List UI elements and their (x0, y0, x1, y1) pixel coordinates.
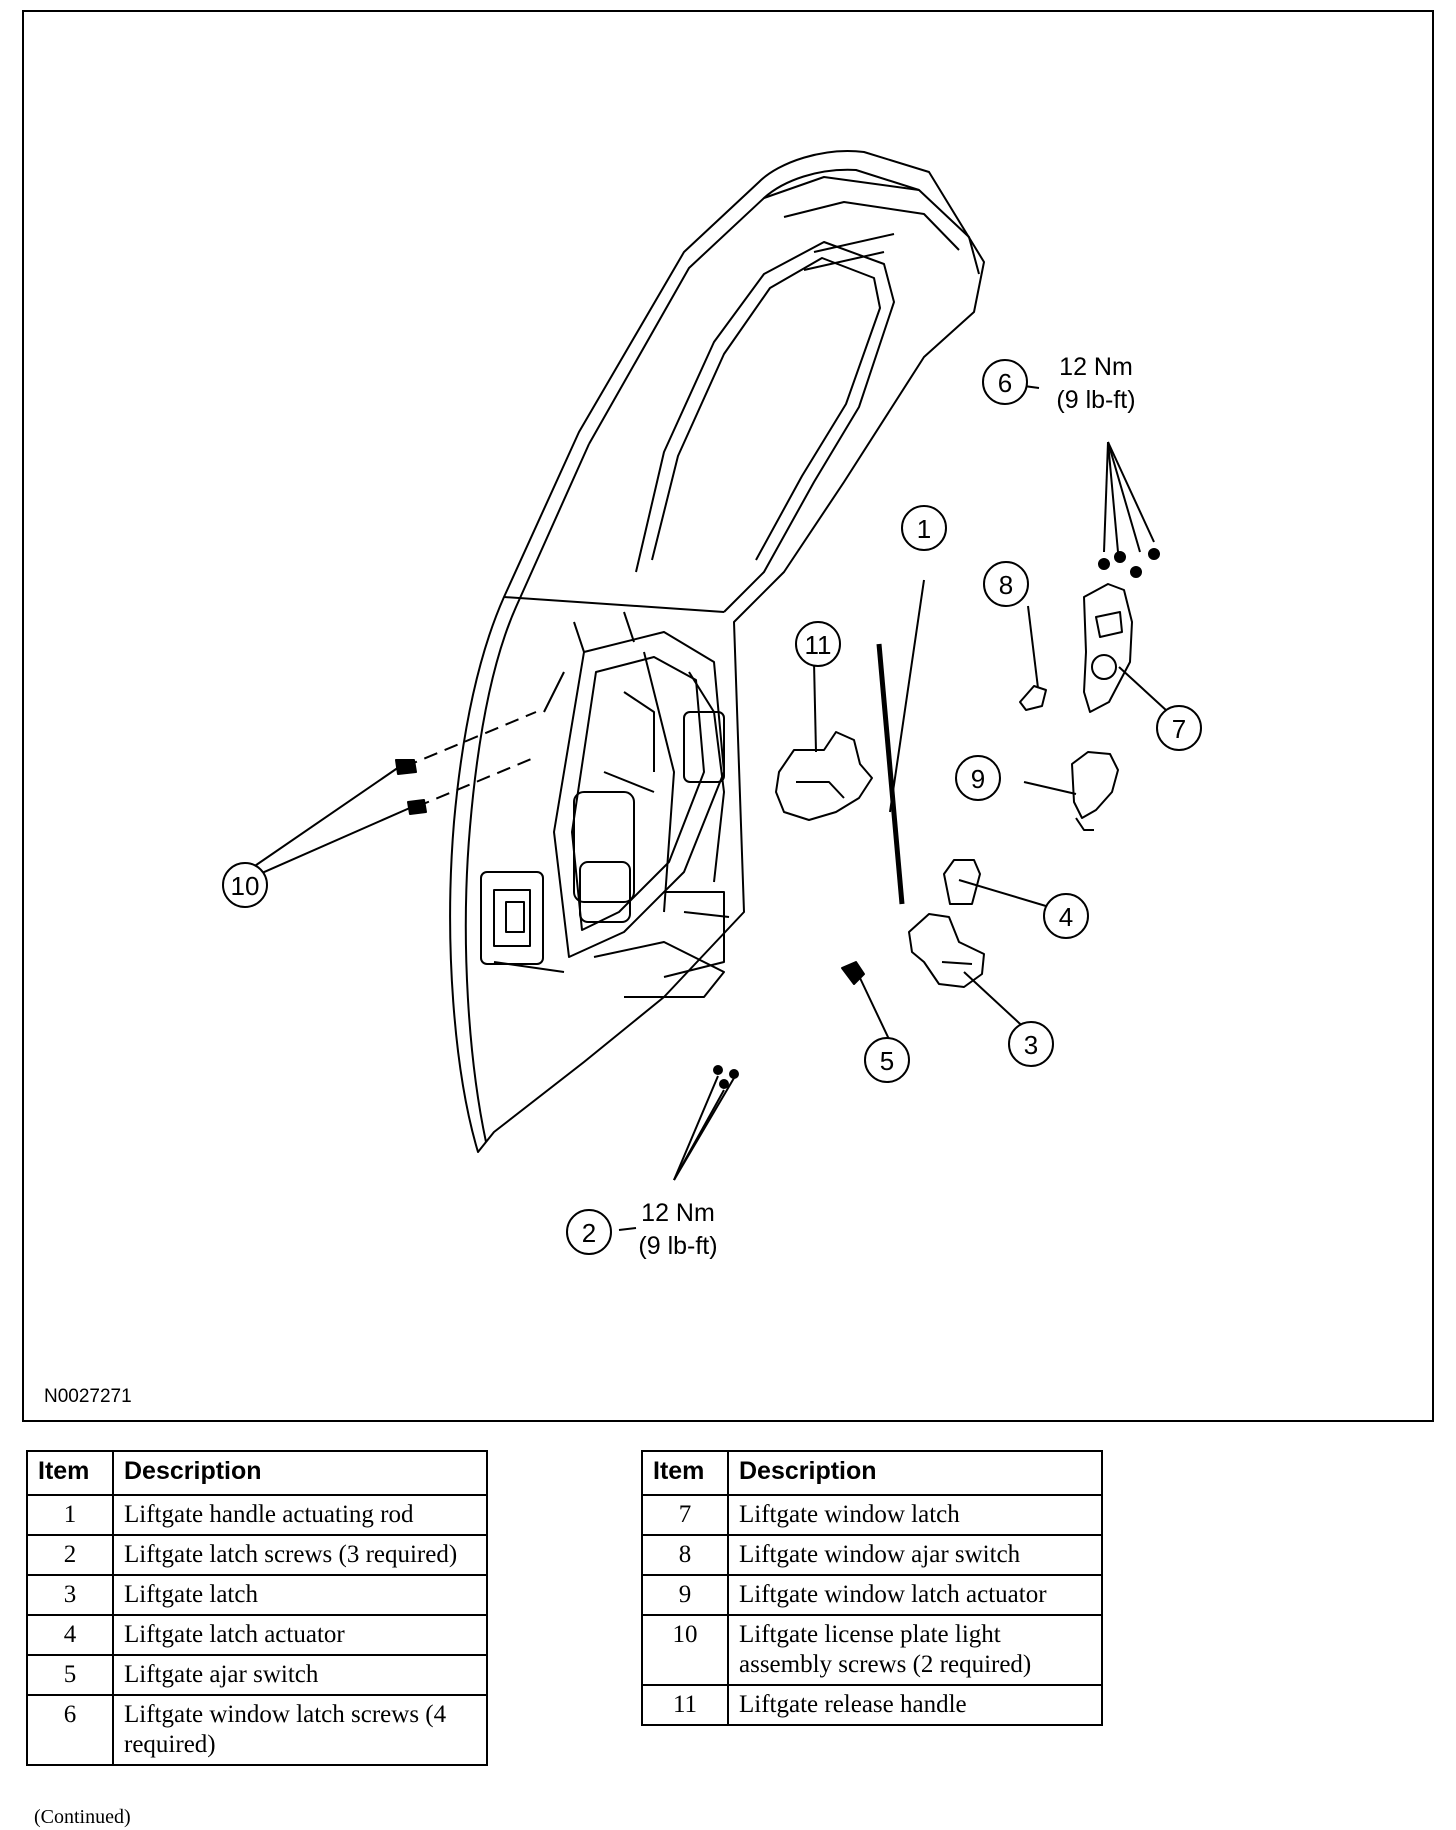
callout-4-label: 4 (1059, 902, 1073, 932)
callout-2 (566, 1209, 612, 1255)
torque-2-nm: 12 Nm (641, 1199, 715, 1227)
item-number: 7 (641, 1494, 729, 1536)
callout-11-label: 11 (805, 630, 832, 660)
callout-1-label: 1 (917, 514, 931, 544)
column-header-item: Item (641, 1450, 729, 1496)
callout-5 (864, 1037, 910, 1083)
callout-7 (1156, 705, 1202, 751)
window-latch-actuator-part (1023, 751, 1119, 831)
item-description: Liftgate latch actuator (112, 1614, 488, 1656)
window-latch-part (1083, 441, 1180, 723)
torque-6-nm: 12 Nm (1059, 353, 1133, 381)
item-number: 2 (26, 1534, 114, 1576)
exploded-diagram: 1 2 3 4 5 6 7 8 9 10 11 12 Nm (9 lb-ft) … (44, 150, 1202, 1407)
callout-10 (222, 862, 268, 908)
window-ajar-switch-part (1019, 605, 1047, 711)
item-description: Liftgate window latch actuator (727, 1574, 1103, 1616)
exploded-diagram-frame: 1 2 3 4 5 6 7 8 9 10 11 12 Nm (9 lb-ft) … (22, 10, 1434, 1422)
callout-10-label: 10 (231, 871, 260, 901)
column-header-item: Item (26, 1450, 114, 1496)
callout-8 (983, 561, 1029, 607)
callout-6-label: 6 (998, 368, 1012, 398)
callout-3 (1008, 1021, 1054, 1067)
column-header-description: Description (112, 1450, 488, 1496)
item-description: Liftgate ajar switch (112, 1654, 488, 1696)
callout-2-label: 2 (582, 1218, 596, 1248)
continued-note: (Continued) (34, 1806, 131, 1828)
item-description: Liftgate window latch screws (4 required… (112, 1694, 488, 1766)
item-number: 5 (26, 1654, 114, 1696)
actuating-rod (876, 579, 925, 905)
latch-screws (673, 1065, 739, 1181)
item-description: Liftgate release handle (727, 1684, 1103, 1726)
torque-6-lbft: (9 lb-ft) (1056, 386, 1135, 414)
release-handle-part (775, 661, 873, 821)
latch-part (908, 913, 1032, 1035)
item-number: 11 (641, 1684, 729, 1726)
item-number: 4 (26, 1614, 114, 1656)
callout-7-label: 7 (1172, 714, 1186, 744)
item-description: Liftgate latch (112, 1574, 488, 1616)
callout-4 (1043, 893, 1089, 939)
torque-2-lbft: (9 lb-ft) (638, 1232, 717, 1260)
callout-9-label: 9 (971, 764, 985, 794)
item-number: 6 (26, 1694, 114, 1766)
item-description: Liftgate window latch (727, 1494, 1103, 1536)
figure-code: N0027271 (44, 1386, 132, 1407)
item-description: Liftgate license plate light assembly sc… (727, 1614, 1103, 1686)
column-header-description: Description (727, 1450, 1103, 1496)
item-number: 3 (26, 1574, 114, 1616)
callout-8-label: 8 (999, 570, 1013, 600)
callout-1 (901, 505, 947, 551)
item-number: 1 (26, 1494, 114, 1536)
item-description: Liftgate handle actuating rod (112, 1494, 488, 1536)
license-plate-screws (245, 711, 537, 881)
item-description: Liftgate latch screws (3 required) (112, 1534, 488, 1576)
callout-9 (955, 755, 1001, 801)
item-number: 8 (641, 1534, 729, 1576)
callout-5-label: 5 (880, 1046, 894, 1076)
callout-3-label: 3 (1024, 1030, 1038, 1060)
item-number: 9 (641, 1574, 729, 1616)
callout-11 (795, 621, 841, 667)
liftgate-panel (449, 150, 985, 1153)
item-description: Liftgate window ajar switch (727, 1534, 1103, 1576)
callout-6 (982, 359, 1028, 405)
item-number: 10 (641, 1614, 729, 1686)
